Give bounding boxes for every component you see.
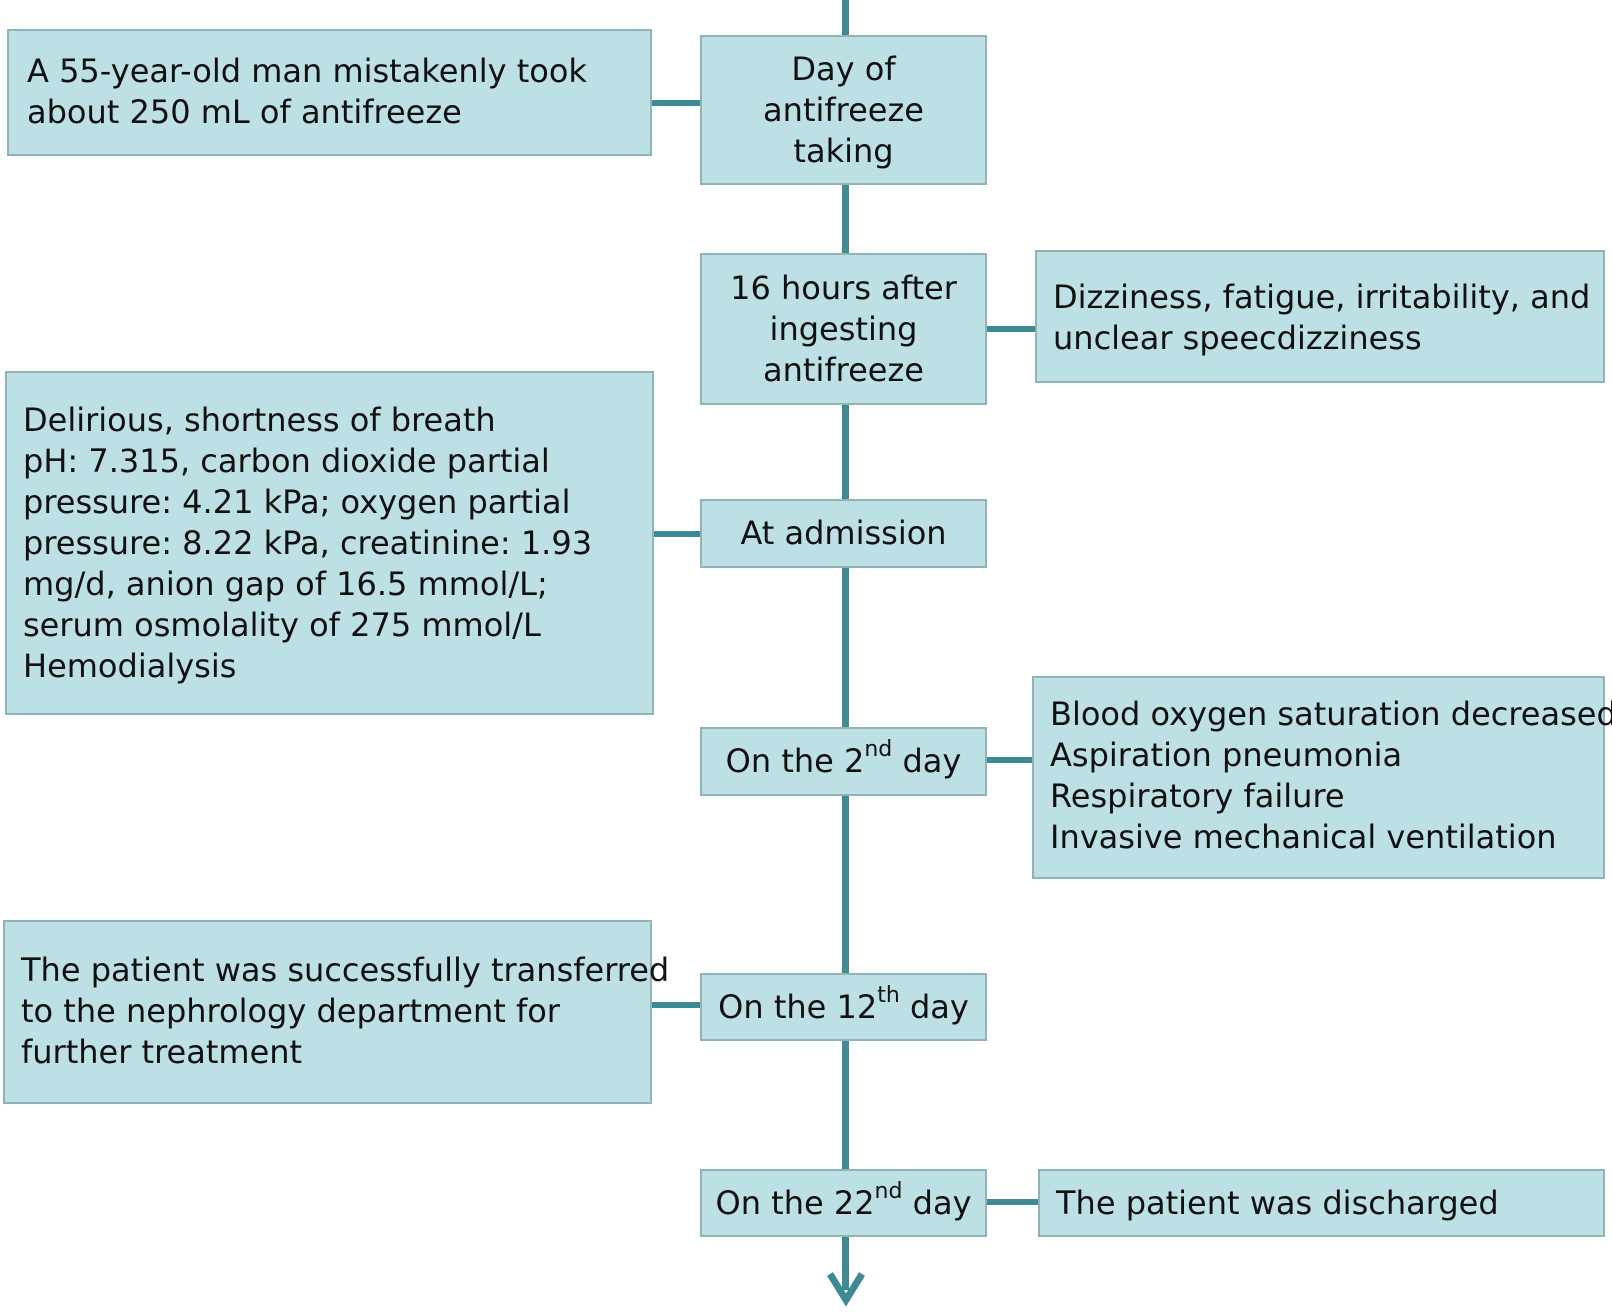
connector-symptoms [985,326,1038,332]
timeline-day-of: Day of antifreeze taking [700,35,987,185]
text-line: unclear speecdizziness [1053,319,1422,357]
timeline-day-2: On the 2nd day [700,727,987,796]
event-transfer: The patient was successfully transferred… [3,920,670,1104]
event-admission-findings: Delirious, shortness of breath pH: 7.315… [5,371,654,715]
text-line: antifreeze [763,90,924,129]
text-line: about 250 mL of antifreeze [27,93,462,131]
text-line: taking [793,131,894,170]
timeline-admission: At admission [700,499,987,568]
text-line: to the nephrology department for [21,992,560,1030]
timeline-spine [842,0,849,1290]
text-line: pressure: 8.22 kPa, creatinine: 1.93 [23,524,593,562]
text-line: Invasive mechanical ventilation [1050,818,1557,856]
text-line: Blood oxygen saturation decreased [1050,695,1612,733]
text-line: Respiratory failure [1050,777,1345,815]
text-line: Day of [791,49,896,88]
connector-ingestion [650,100,702,106]
event-discharge: The patient was discharged [1038,1169,1605,1237]
text-line: pressure: 4.21 kPa; oxygen partial [23,483,571,521]
day2-label: On the 2nd day [725,737,962,780]
text-line: 16 hours after [730,268,957,307]
day12-label: On the 12th day [718,982,969,1026]
event-ingestion: A 55-year-old man mistakenly took about … [7,29,652,156]
text-line: ingesting [769,309,918,348]
text-line: antifreeze [763,350,924,389]
connector-discharge [985,1199,1040,1205]
text-line: pH: 7.315, carbon dioxide partial [23,442,550,480]
text-line: Dizziness, fatigue, irritability, and [1053,278,1591,316]
text-line: mg/d, anion gap of 16.5 mmol/L; [23,565,548,603]
timeline-16-hours: 16 hours after ingesting antifreeze [700,253,987,405]
connector-admission [652,531,702,537]
timeline-day-12: On the 12th day [700,973,987,1041]
timeline-day-22: On the 22nd day [700,1169,987,1237]
text-line: Aspiration pneumonia [1050,736,1403,774]
text-line: The patient was discharged [1056,1184,1499,1222]
text-line: A 55-year-old man mistakenly took [27,52,587,90]
text-line: Delirious, shortness of breath [23,401,496,439]
event-day2-findings: Blood oxygen saturation decreased Aspira… [1032,676,1612,879]
connector-day2 [985,757,1035,763]
text-line: serum osmolality of 275 mmol/L [23,606,541,644]
text-line: further treatment [21,1033,303,1071]
connector-transfer [650,1002,702,1008]
day22-label: On the 22nd day [715,1178,972,1222]
text-line: The patient was successfully transferred [21,951,670,989]
arrow-down-icon [827,1272,865,1307]
event-symptoms: Dizziness, fatigue, irritability, and un… [1035,250,1605,383]
admission-label: At admission [740,514,947,552]
text-line: Hemodialysis [23,647,237,685]
